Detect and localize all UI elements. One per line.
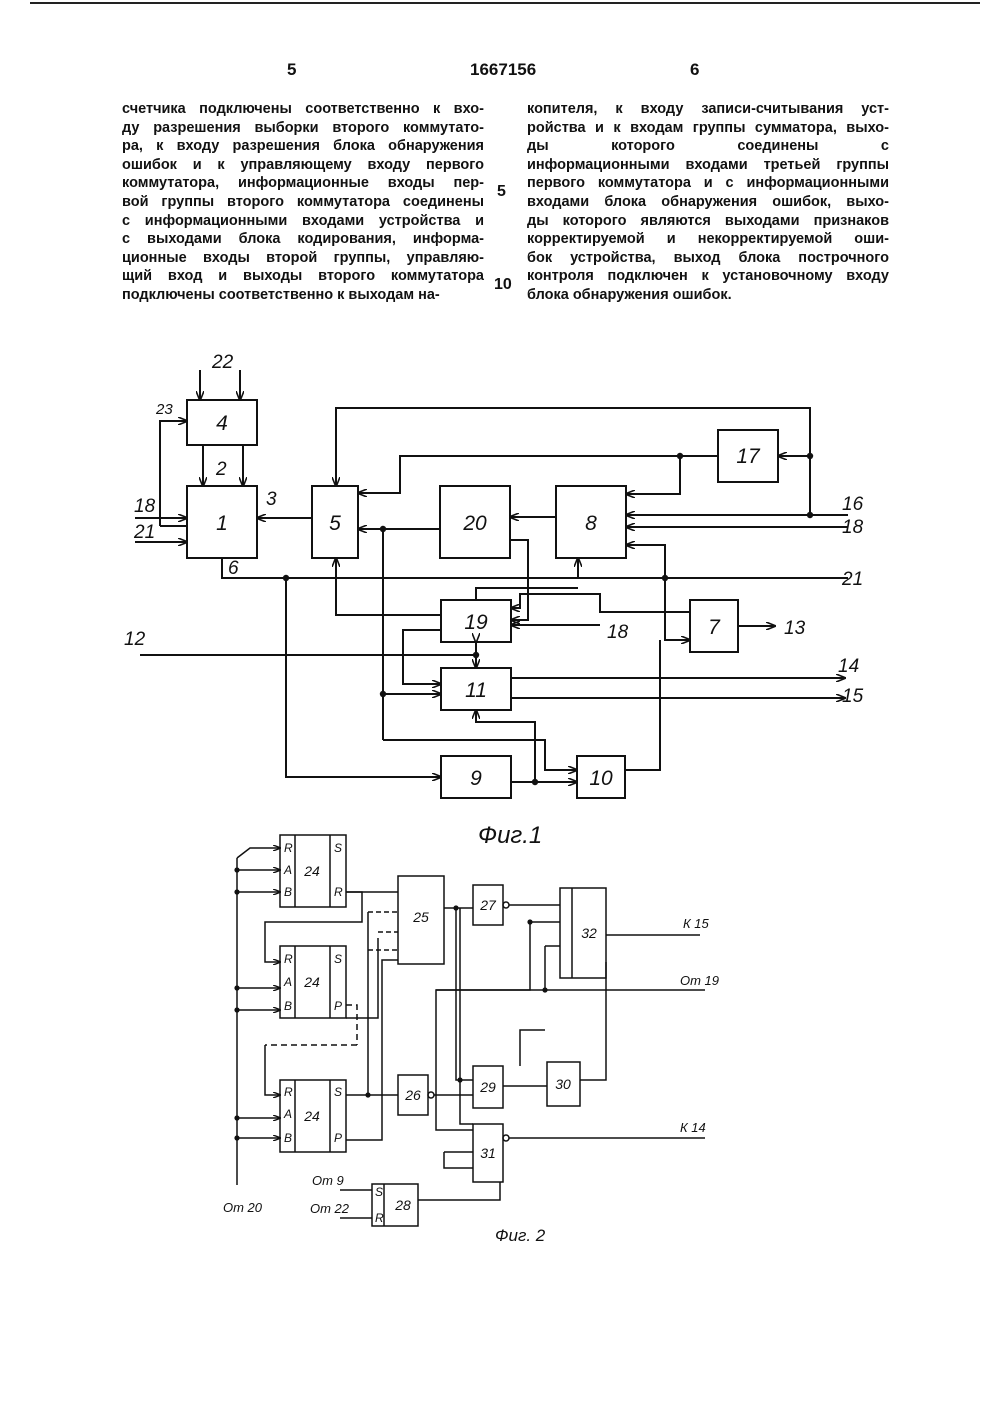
block-32-label: 32: [581, 925, 597, 941]
block-28-label: 28: [394, 1197, 411, 1213]
output-to-14: К 14: [680, 1120, 706, 1135]
pin-P-2: P: [334, 999, 342, 1013]
block-10-label: 10: [589, 767, 613, 790]
pin-R-3: R: [284, 1085, 293, 1099]
trigger-24-label-3: 24: [303, 1108, 320, 1124]
label-18-left: 18: [134, 496, 156, 517]
output-to-15: К 15: [683, 916, 710, 931]
block-27-label: 27: [479, 897, 497, 913]
right-column-line: ройства и к входам группы сумматора, вых…: [527, 119, 889, 138]
figure-2-circuit-diagram: R A B S R R A B S P R A B S P S R 24 24 …: [0, 825, 1000, 1255]
right-column-line: первого коммутатора и с информационными: [527, 174, 889, 193]
pin-P-3: P: [334, 1131, 342, 1145]
patent-number: 1667156: [470, 60, 536, 80]
pin-B-3: B: [284, 1131, 292, 1145]
right-column-line: входами блока обнаружения ошибок, выхо-: [527, 193, 889, 212]
block-8-label: 8: [585, 512, 597, 535]
label-13: 13: [784, 618, 806, 639]
label-6: 6: [228, 558, 239, 579]
label-2: 2: [215, 459, 227, 480]
pin-A-1: A: [283, 863, 292, 877]
block-30-label: 30: [555, 1076, 571, 1092]
right-column-line: информационными входами третьей группы: [527, 156, 889, 175]
pin-A-3: A: [283, 1107, 292, 1121]
pin-S-1: S: [334, 841, 342, 855]
pin-S-28: S: [375, 1185, 383, 1199]
left-column-line: ду разрешения выборки второго коммутато-: [122, 119, 484, 138]
figure-1-block-diagram: 4 1 5 20 8 17 19 11 7 9 10 22 23 2 3 18 …: [0, 340, 1000, 860]
label-21-left: 21: [133, 522, 155, 543]
input-from-20: От 20: [223, 1200, 263, 1215]
block-26-label: 26: [404, 1087, 421, 1103]
block-9-label: 9: [470, 767, 482, 790]
label-23: 23: [155, 401, 173, 418]
pin-R-out-1: R: [334, 885, 343, 899]
label-18-right: 18: [842, 517, 864, 538]
pin-A-2: A: [283, 975, 292, 989]
block-29-label: 29: [479, 1079, 496, 1095]
label-15: 15: [842, 686, 864, 707]
left-column-line: ошибок и к управляющему входу первого: [122, 156, 484, 175]
left-column-line: ционные входы второй группы, управляю-: [122, 249, 484, 268]
right-column-line: ды которого соединены с: [527, 137, 889, 156]
trigger-24-label-1: 24: [303, 863, 320, 879]
left-text-column: счетчика подключены соответственно к вхо…: [122, 100, 484, 305]
right-text-column: копителя, к входу записи-считывания уст-…: [527, 100, 889, 305]
block-1-label: 1: [216, 512, 228, 535]
right-column-line: бок устройства, выход блока построчного: [527, 249, 889, 268]
pin-S-3: S: [334, 1085, 342, 1099]
left-column-line: с выходами блока кодирования, информа-: [122, 230, 484, 249]
page-top-rule: [30, 2, 980, 4]
pin-R-2: R: [284, 952, 293, 966]
pin-B-1: B: [284, 885, 292, 899]
block-19-label: 19: [464, 611, 488, 634]
block-20-label: 20: [462, 512, 487, 535]
pin-B-2: B: [284, 999, 292, 1013]
left-column-line: подключены соответственно к выходам на-: [122, 286, 484, 305]
right-column-line: блока обнаружения ошибок.: [527, 286, 889, 305]
label-3: 3: [266, 489, 277, 510]
left-column-line: коммутатора, информационные входы пер-: [122, 174, 484, 193]
figure-2-caption: Фиг. 2: [495, 1226, 546, 1245]
pin-S-2: S: [334, 952, 342, 966]
input-from-19: От 19: [680, 973, 719, 988]
block-7-label: 7: [708, 616, 721, 639]
left-column-line: счетчика подключены соответственно к вхо…: [122, 100, 484, 119]
label-22: 22: [211, 352, 234, 373]
block-31-label: 31: [480, 1145, 496, 1161]
right-page-number: 6: [690, 60, 699, 80]
left-page-number: 5: [287, 60, 296, 80]
block-25-label: 25: [412, 909, 429, 925]
pin-R-1: R: [284, 841, 293, 855]
left-column-line: с информационными входами устройства и: [122, 212, 484, 231]
pin-R-28: R: [375, 1211, 384, 1225]
block-4-label: 4: [216, 412, 228, 435]
left-column-line: щий вход и выходы второго коммутатора: [122, 267, 484, 286]
trigger-24-label-2: 24: [303, 974, 320, 990]
right-column-line: корректируемой и некорректируемой оши-: [527, 230, 889, 249]
right-column-line: ды которого являются выходами признаков: [527, 212, 889, 231]
label-18-mid: 18: [607, 622, 629, 643]
left-column-line: вой группы второго коммутатора соединены: [122, 193, 484, 212]
label-14: 14: [838, 656, 859, 677]
input-from-9: От 9: [312, 1173, 344, 1188]
label-12: 12: [124, 629, 146, 650]
line-number-5: 5: [497, 183, 506, 201]
block-11-label: 11: [465, 679, 487, 702]
right-column-line: копителя, к входу записи-считывания уст-: [527, 100, 889, 119]
label-21-right: 21: [841, 569, 863, 590]
input-from-22: От 22: [310, 1201, 350, 1216]
right-column-line: контроля подключен к установочному входу: [527, 267, 889, 286]
left-column-line: ра, к входу разрешения блока обнаружения: [122, 137, 484, 156]
label-16: 16: [842, 494, 864, 515]
block-5-label: 5: [329, 512, 341, 535]
line-number-10: 10: [494, 276, 512, 294]
block-17-label: 17: [736, 445, 761, 468]
